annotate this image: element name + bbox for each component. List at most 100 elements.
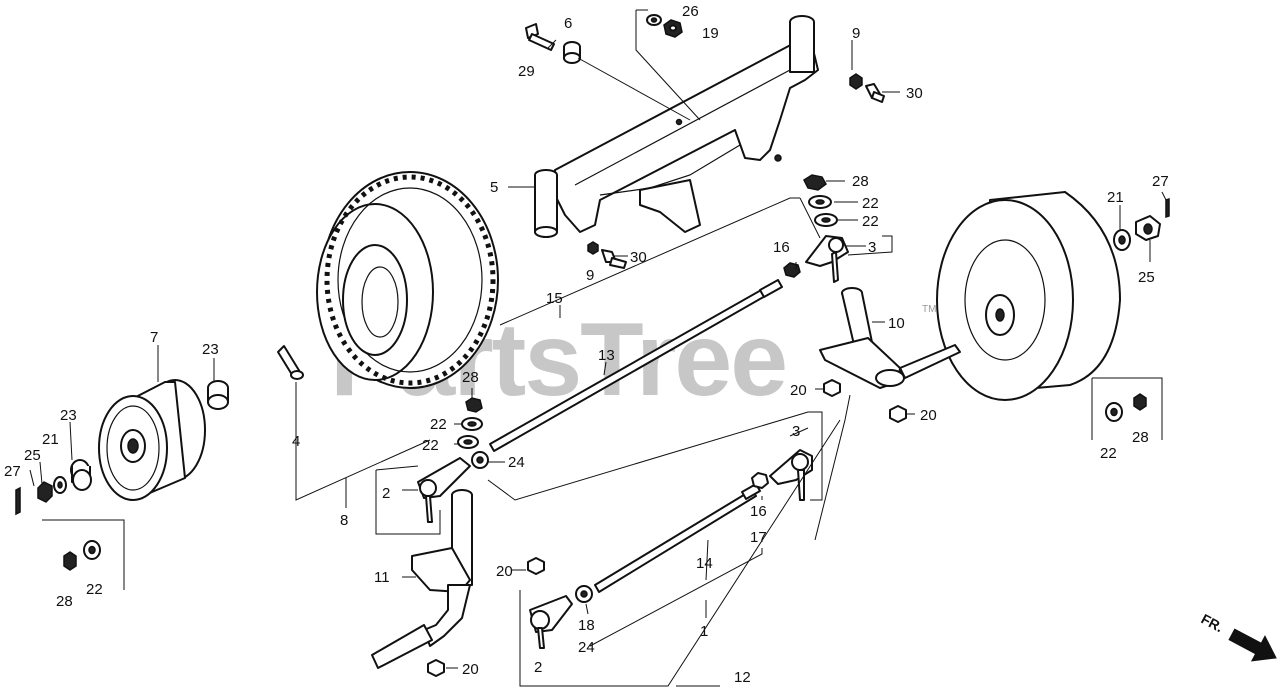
- wheel-rim: [98, 379, 206, 501]
- callout-22-left-b: 22: [422, 437, 439, 454]
- callout-2-lower: 2: [534, 659, 542, 676]
- callout-3-lower: 3: [792, 423, 800, 440]
- washer-22-right-a: [808, 195, 832, 209]
- tie-rod: [489, 279, 783, 452]
- front-direction-indicator: FR.: [1199, 611, 1277, 662]
- callout-22-left-a: 22: [430, 416, 447, 433]
- front-axle-beam: [554, 15, 819, 233]
- callout-19: 19: [702, 25, 719, 42]
- nut-28-left-hub: [63, 551, 77, 571]
- cotter-pin-27-right: [1165, 197, 1170, 219]
- nut-20-spindle-left: [427, 659, 445, 677]
- callout-23-hub: 23: [60, 407, 77, 424]
- nut-28-right: [803, 174, 827, 191]
- callout-20-spindle-a: 20: [790, 382, 807, 399]
- callout-24-lower: 24: [578, 639, 595, 656]
- washer-22-left-a: [461, 417, 483, 431]
- callout-21-right: 21: [1107, 189, 1124, 206]
- bolt-30-mid: [601, 249, 627, 269]
- callout-25-right: 25: [1138, 269, 1155, 286]
- callout-10: 10: [888, 315, 905, 332]
- callout-28-left-hub: 28: [56, 593, 73, 610]
- callout-30-mid: 30: [630, 249, 647, 266]
- bolt-29: [525, 23, 555, 51]
- callout-18: 18: [578, 617, 595, 634]
- tie-rod-end-3-upper: [805, 235, 849, 283]
- washer-22-right-b: [814, 213, 838, 227]
- callout-17: 17: [750, 529, 767, 546]
- nut-9-top: [849, 73, 863, 90]
- callout-26: 26: [682, 3, 699, 20]
- axle-pivot-boss: [534, 169, 558, 238]
- callout-30-top: 30: [906, 85, 923, 102]
- callout-29: 29: [518, 63, 535, 80]
- callout-12: 12: [734, 669, 751, 686]
- callout-28-right: 28: [852, 173, 869, 190]
- callout-13: 13: [598, 347, 615, 364]
- bolt-30-top: [865, 83, 885, 103]
- bearing-23-rim: [207, 380, 229, 410]
- front-direction-label: FR.: [1199, 611, 1226, 636]
- callout-21-hub: 21: [42, 431, 59, 448]
- nut-20-spindle-right-a: [823, 379, 841, 397]
- callout-23-rim: 23: [202, 341, 219, 358]
- callout-3-upper: 3: [868, 239, 876, 256]
- callout-27-hub: 27: [4, 463, 21, 480]
- callout-14: 14: [696, 555, 713, 572]
- callout-labels: 26 19 6 29 9 30 5 28 22 22 16 3 30 9 21 …: [4, 3, 1169, 686]
- nut-28-right-hub: [1133, 393, 1147, 411]
- callout-22-left-hub: 22: [86, 581, 103, 598]
- callout-20-spindle-b: 20: [920, 407, 937, 424]
- tie-rod-end-3-lower: [769, 449, 813, 501]
- bushing-6: [563, 41, 581, 64]
- callout-27-right: 27: [1152, 173, 1169, 190]
- callout-2-upper: 2: [382, 485, 390, 502]
- callout-11: 11: [374, 569, 390, 586]
- callout-6: 6: [564, 15, 572, 32]
- callout-25-hub: 25: [24, 447, 41, 464]
- callout-20-spindle-left: 20: [462, 661, 479, 678]
- washer-21-hub: [53, 476, 67, 494]
- callout-28-left: 28: [462, 369, 479, 386]
- drag-link: [594, 483, 761, 593]
- washer-21-right: [1113, 229, 1131, 251]
- nut-16-upper: [783, 262, 801, 278]
- nut-28-left: [465, 397, 483, 413]
- bearing-23-hub: [70, 459, 92, 491]
- callout-20-lower: 20: [496, 563, 513, 580]
- callout-9-mid: 9: [586, 267, 594, 284]
- nut-20-lower: [527, 557, 545, 575]
- front-direction-arrow-icon: [1228, 628, 1277, 662]
- nut-20-spindle-right-b: [889, 405, 907, 423]
- washer-26: [646, 14, 662, 26]
- nut-9-mid: [587, 241, 599, 255]
- callout-22-right-hub: 22: [1100, 445, 1117, 462]
- washer-22-right-hub: [1105, 402, 1123, 422]
- callout-7: 7: [150, 329, 158, 346]
- nut-24-left: [471, 451, 489, 469]
- callout-9-top: 9: [852, 25, 860, 42]
- watermark-trademark: TM: [922, 304, 936, 315]
- callout-22-right-a: 22: [862, 195, 879, 212]
- tie-rod-end-2-upper: [417, 457, 471, 523]
- nut-25-right: [1135, 215, 1161, 241]
- nut-16-lower: [751, 472, 769, 489]
- callout-16-upper: 16: [773, 239, 790, 256]
- nut-18: [575, 585, 593, 603]
- front-tire-left: [316, 171, 499, 389]
- nut-19: [663, 19, 683, 38]
- spindle-left: [371, 489, 473, 669]
- callout-24-left: 24: [508, 454, 525, 471]
- callout-15: 15: [546, 290, 563, 307]
- tie-rod-end-2-lower: [529, 595, 573, 649]
- callout-22-right-b: 22: [862, 213, 879, 230]
- nut-25-hub: [37, 481, 53, 503]
- callout-1: 1: [700, 623, 708, 640]
- spindle-right: [819, 287, 961, 389]
- callout-8: 8: [340, 512, 348, 529]
- washer-22-left-hub: [83, 540, 101, 560]
- callout-16-lower: 16: [750, 503, 767, 520]
- leader-lines: [29, 9, 1167, 687]
- front-tire-right: [936, 191, 1121, 401]
